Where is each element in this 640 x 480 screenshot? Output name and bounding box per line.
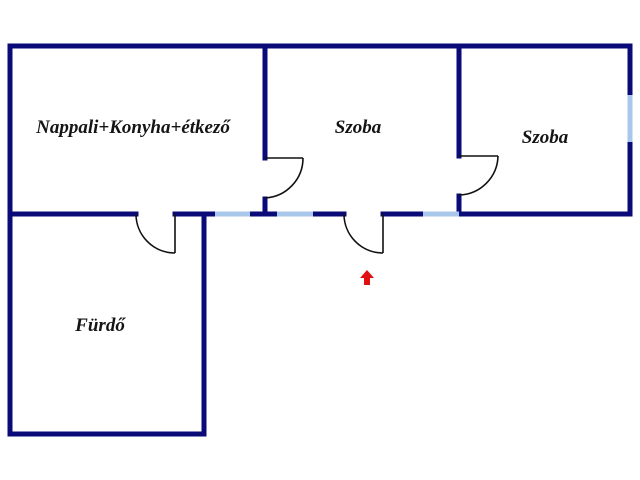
windows bbox=[215, 95, 633, 217]
walls bbox=[7, 43, 633, 437]
doors bbox=[135, 155, 499, 254]
door-szoba-2 bbox=[458, 155, 499, 196]
room-label-furdo: Fürdő bbox=[75, 315, 125, 336]
up-arrow-icon bbox=[360, 270, 374, 285]
room-label-szoba-1: Szoba bbox=[334, 117, 382, 138]
door-furdo bbox=[135, 213, 176, 254]
door-szoba-1 bbox=[264, 157, 304, 199]
room-label-nappali: Nappali+Konyha+étkező bbox=[36, 117, 230, 138]
door-entrance bbox=[343, 213, 384, 254]
room-label-szoba-2: Szoba bbox=[521, 127, 569, 148]
